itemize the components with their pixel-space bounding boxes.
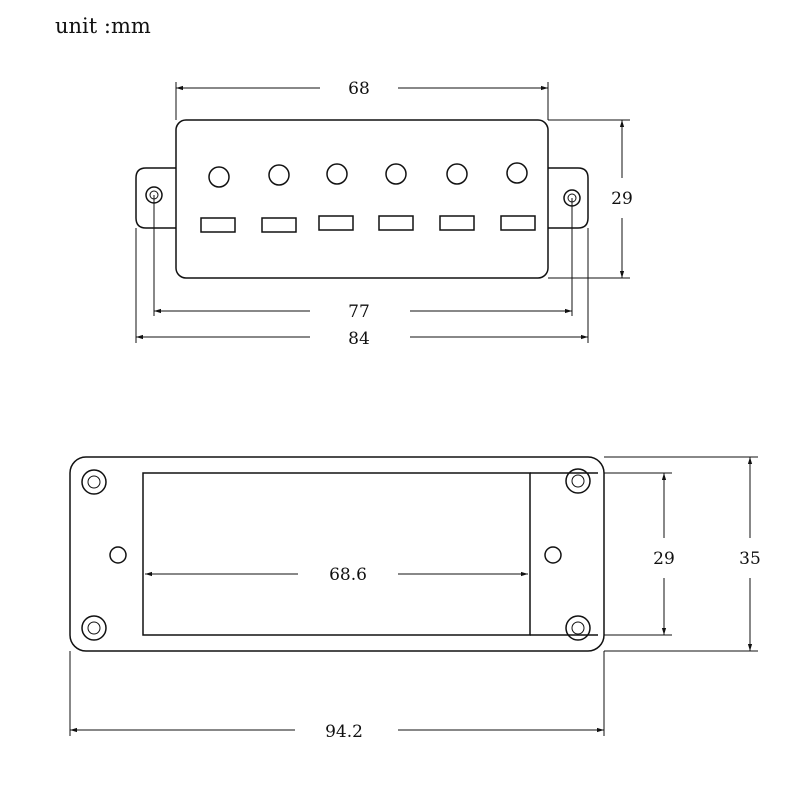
pickup-body: [175, 119, 549, 279]
dim-opening-height: 29: [653, 549, 675, 569]
ring-outer-frame: [69, 456, 605, 652]
screw-hole-bottom-right: [565, 615, 591, 641]
blade-slot: [261, 217, 297, 233]
pickup-screw-hole-left: [109, 546, 127, 564]
dim-pickup-width: 68: [348, 79, 370, 99]
dim-hole-spacing: 77: [348, 302, 370, 322]
blade-slot: [318, 215, 354, 231]
blade-slot: [500, 215, 536, 231]
pole-piece: [506, 162, 528, 184]
dim-ring-overall-height: 35: [739, 549, 761, 569]
pickup-baseplate: [135, 167, 589, 229]
dim-ring-overall-width: 94.2: [325, 722, 363, 742]
screw-hole-top-right: [565, 468, 591, 494]
blade-slot: [200, 217, 236, 233]
ring-opening: [142, 472, 531, 636]
blade-slot: [439, 215, 475, 231]
dim-pickup-overall-width: 84: [348, 329, 370, 349]
dim-opening-width: 68.6: [329, 565, 367, 585]
pole-piece: [268, 164, 290, 186]
screw-hole-bottom-left: [81, 615, 107, 641]
pole-piece: [326, 163, 348, 185]
screw-hole-top-left: [81, 469, 107, 495]
blade-slot: [378, 215, 414, 231]
pole-piece: [446, 163, 468, 185]
pole-piece: [385, 163, 407, 185]
unit-label: unit :mm: [55, 14, 151, 38]
pickup-top-view: 68 29 77 84: [135, 79, 633, 349]
pole-piece: [208, 166, 230, 188]
pickup-screw-hole-right: [544, 546, 562, 564]
dim-pickup-height: 29: [611, 189, 633, 209]
mounting-ring-view: 68.6 29 35 94.2: [69, 456, 761, 742]
